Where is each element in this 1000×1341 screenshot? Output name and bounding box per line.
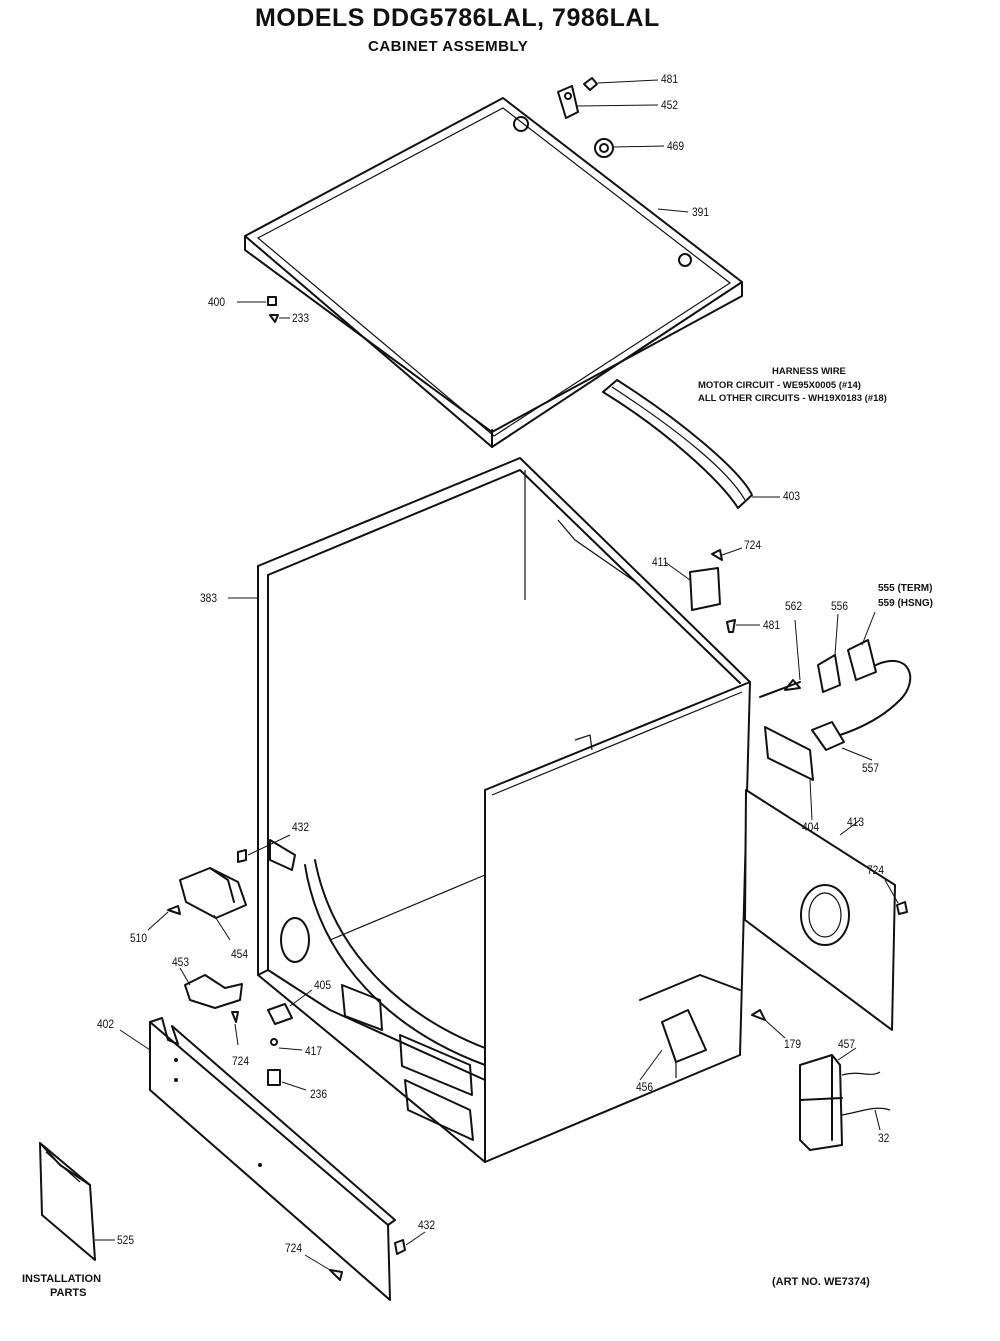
callout-724-a: 724 (744, 538, 762, 552)
installation-bag (39, 1142, 115, 1261)
callout-556: 556 (831, 599, 849, 613)
callout-383: 383 (200, 591, 218, 605)
callout-404: 404 (802, 820, 820, 834)
callout-405: 405 (314, 978, 332, 992)
top-fasteners (237, 77, 689, 323)
callout-559: 559 (HSNG) (878, 598, 934, 609)
callout-453: 453 (172, 955, 190, 969)
rear-panels (744, 726, 908, 1031)
art-number: (ART NO. WE7374) (772, 1276, 870, 1288)
harness-other: ALL OTHER CIRCUITS - WH19X0183 (#18) (698, 393, 887, 404)
toe-panel (119, 1017, 426, 1301)
callout-402: 402 (97, 1017, 115, 1031)
callout-456: 456 (636, 1080, 654, 1094)
callout-417: 417 (305, 1044, 323, 1058)
callout-457: 457 (838, 1037, 856, 1051)
callout-724-b: 724 (867, 863, 885, 877)
harness-motor: MOTOR CIRCUIT - WE95X0005 (#14) (698, 380, 861, 391)
harness-strip (602, 379, 780, 509)
callout-403: 403 (783, 489, 801, 503)
access-plate (664, 547, 760, 633)
callout-452: 452 (661, 98, 679, 112)
callout-510: 510 (130, 931, 148, 945)
harness-heading: HARNESS WIRE (772, 366, 846, 377)
installation-label: INSTALLATION (22, 1273, 102, 1285)
callout-562: 562 (785, 599, 803, 613)
callout-432-a: 432 (292, 820, 310, 834)
callout-454: 454 (231, 947, 249, 961)
callout-413: 413 (847, 815, 865, 829)
callout-432-b: 432 (418, 1218, 436, 1232)
callout-179: 179 (784, 1037, 802, 1051)
callout-481-mid: 481 (763, 618, 781, 632)
callout-233: 233 (292, 311, 310, 325)
callout-391: 391 (692, 205, 710, 219)
callout-32: 32 (878, 1131, 890, 1145)
callout-411: 411 (652, 555, 669, 569)
left-hardware (147, 834, 313, 1091)
callout-236: 236 (310, 1087, 328, 1101)
callout-724-d: 724 (285, 1241, 303, 1255)
callout-555: 555 (TERM) (878, 583, 933, 594)
parts-label: PARTS (50, 1287, 87, 1299)
callout-557: 557 (862, 761, 880, 775)
callout-525: 525 (117, 1233, 135, 1247)
callout-400: 400 (208, 295, 226, 309)
callout-724-c: 724 (232, 1054, 250, 1068)
callout-481-top: 481 (661, 72, 679, 86)
page-title: MODELS DDG5786LAL, 7986LAL (255, 4, 660, 32)
cabinet (228, 457, 751, 1163)
wiring-assembly (759, 611, 912, 761)
right-lower-parts (751, 1009, 891, 1151)
page-subtitle: CABINET ASSEMBLY (368, 38, 529, 55)
top-cover (244, 97, 743, 448)
callout-469: 469 (667, 139, 685, 153)
